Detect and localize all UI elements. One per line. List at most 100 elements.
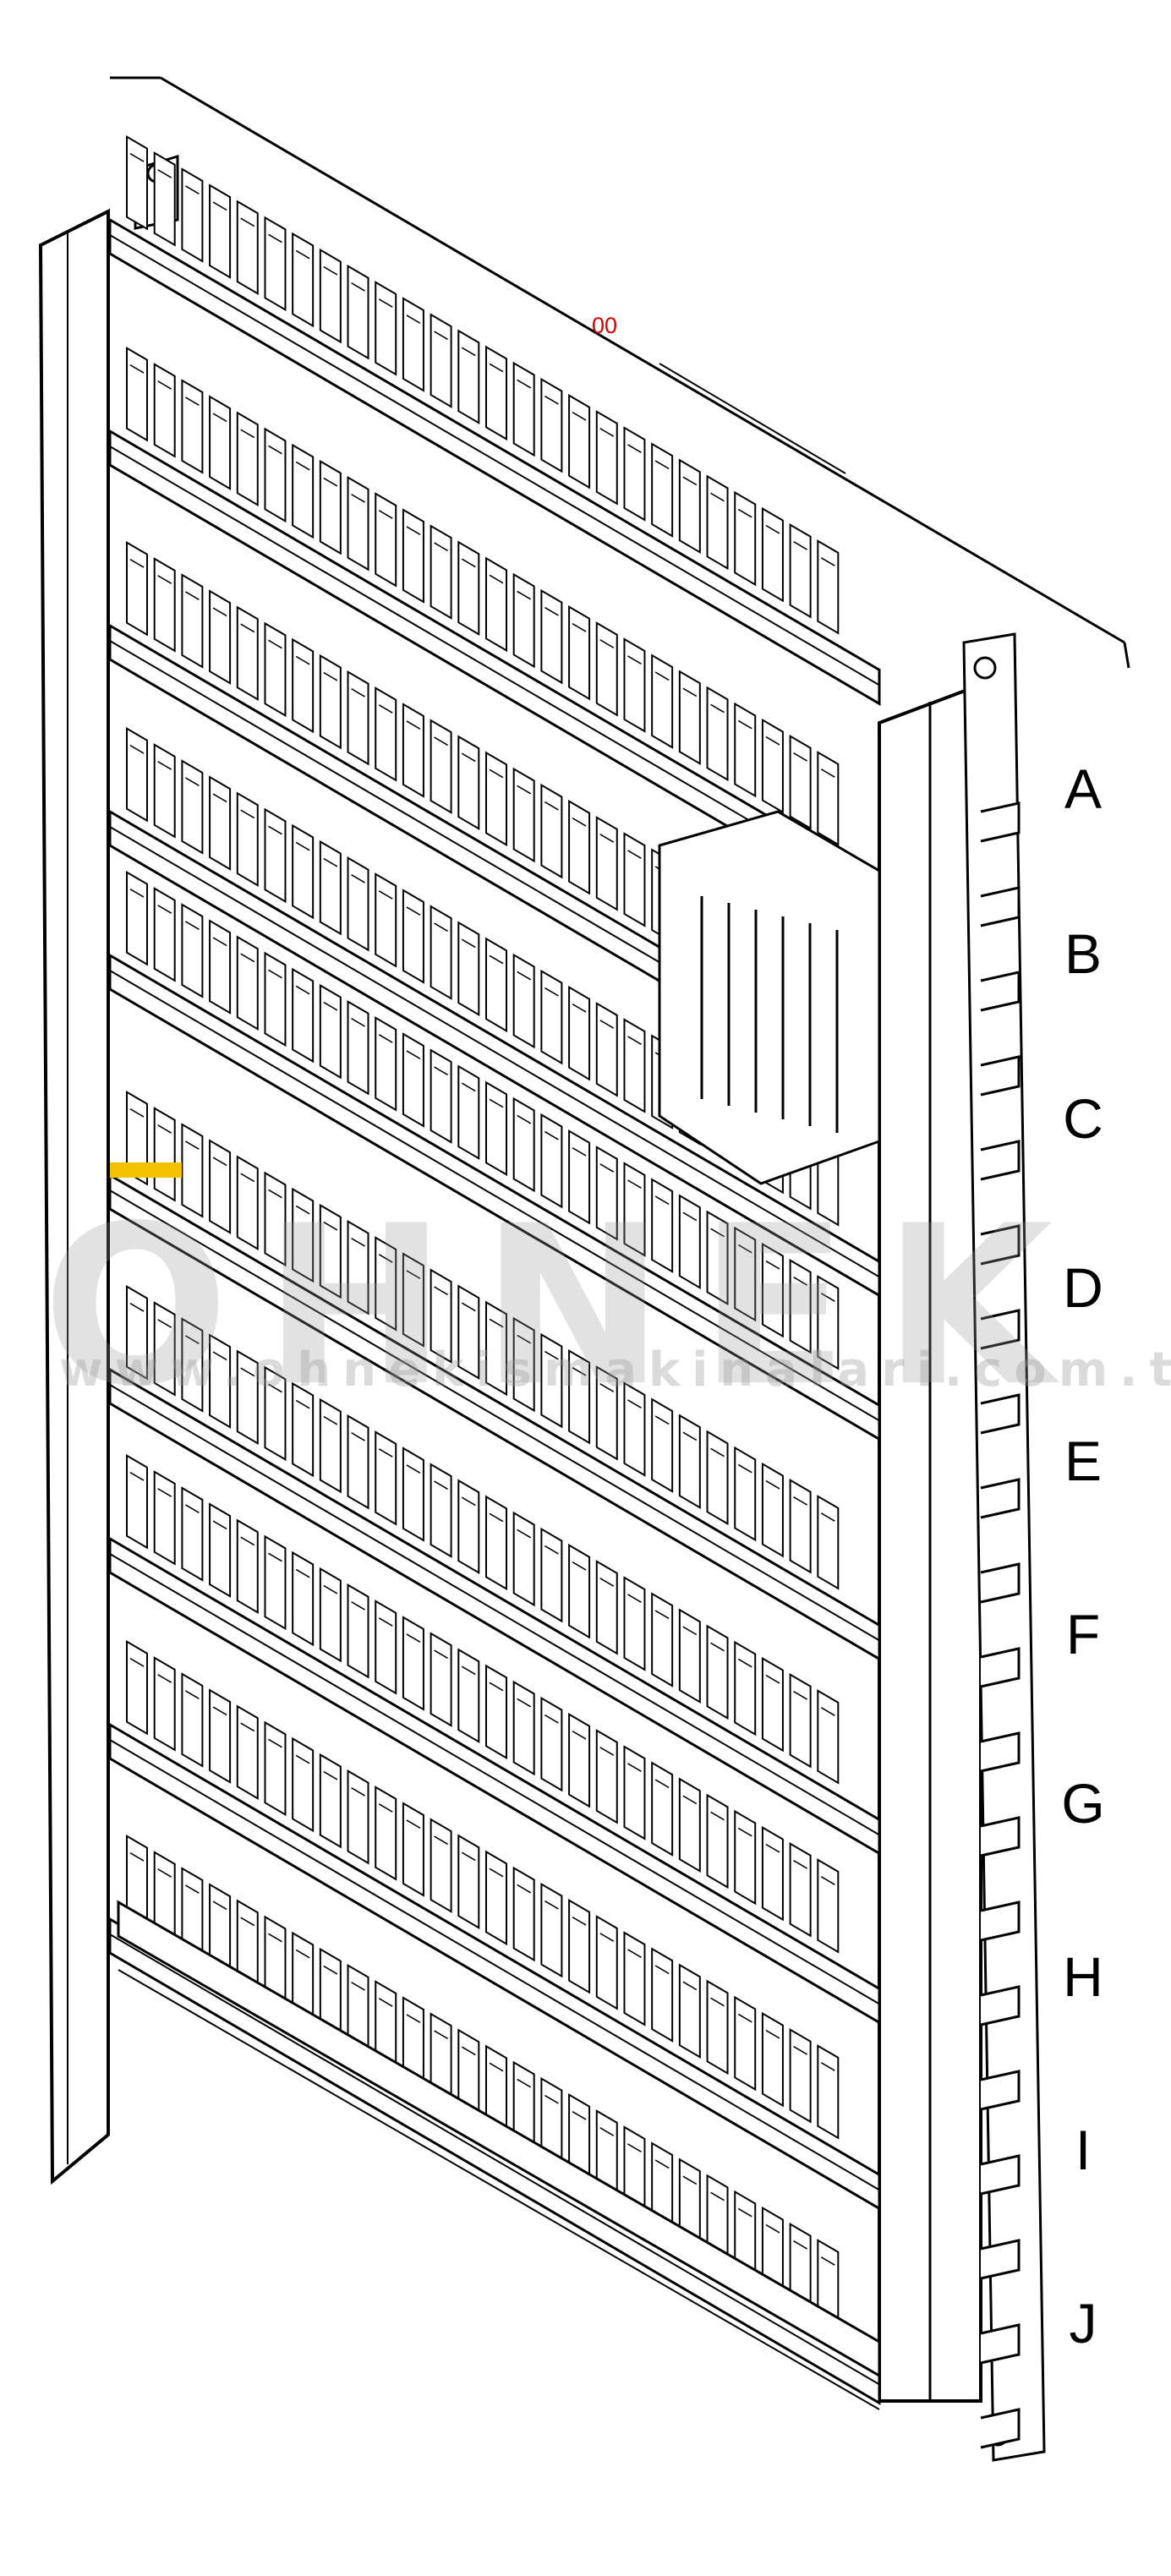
din-rail (108, 1173, 881, 1661)
din-rail-groove (109, 234, 880, 686)
row-label-j: J (1069, 2292, 1097, 2354)
terminal-screw-line (268, 1933, 282, 1943)
terminal-screw-line (268, 639, 282, 649)
terminal-screw-line (517, 379, 532, 389)
terminal-block (236, 935, 259, 1031)
terminal-screw-line (268, 1738, 282, 1748)
terminal-block (623, 1931, 646, 2026)
terminal-screw-line (627, 1594, 642, 1603)
terminal-screw-line (627, 850, 642, 859)
din-rail-groove (109, 1384, 880, 1836)
rail-notch (980, 1309, 1021, 1350)
terminal-screw-line (572, 2111, 587, 2120)
terminal-block (512, 1511, 535, 1607)
terminal-screw-line (212, 1520, 227, 1530)
terminal-screw-line (268, 825, 282, 835)
terminal-block (126, 1453, 148, 1550)
terminal-block (319, 983, 342, 1080)
din-rail (108, 1367, 881, 1856)
terminal-block (761, 2011, 784, 2108)
terminal-screw-line (461, 558, 476, 568)
terminal-screw-line (295, 461, 310, 471)
terminal-screw-line (378, 704, 393, 714)
terminal-screw-line (710, 703, 725, 714)
terminal-block (734, 1995, 757, 2092)
terminal-block (457, 1648, 480, 1743)
terminal-screw-line (129, 1658, 145, 1667)
terminal-block (568, 1712, 591, 1808)
terminal-screw-line (157, 1674, 172, 1683)
terminal-screw-line (351, 494, 365, 503)
terminal-screw-line (212, 1351, 227, 1361)
row-label-c: C (1063, 1087, 1103, 1150)
rail-notch (980, 1901, 1021, 1942)
terminal-screw-line (599, 1933, 615, 1942)
terminal-screw-line (351, 688, 365, 697)
rail-notch (980, 1647, 1021, 1688)
terminal-screw-line (737, 508, 752, 518)
relay-enclosure (658, 810, 881, 1185)
terminal-block (319, 1397, 342, 1494)
terminal-block (292, 1187, 315, 1283)
terminal-block (678, 1414, 701, 1509)
terminal-block (789, 1258, 812, 1354)
terminal-block (264, 1534, 287, 1631)
terminal-screw-line (157, 1124, 172, 1134)
bottom-duct-edge (118, 1969, 880, 2410)
terminal-screw-line (268, 969, 282, 979)
terminal-screw-line (185, 1884, 200, 1894)
terminal-screw-line (627, 1949, 642, 1958)
terminal-screw-line (737, 2207, 752, 2218)
terminal-screw-line (710, 1997, 725, 2007)
terminal-screw-line (572, 1731, 587, 1740)
terminal-screw-line (461, 2046, 476, 2056)
terminal-block (485, 556, 507, 653)
terminal-block (485, 1080, 507, 1177)
terminal-block (540, 1113, 563, 1209)
terminal-screw-line (765, 1479, 780, 1490)
terminal-block (153, 151, 176, 247)
terminal-screw-line (820, 557, 835, 566)
terminal-screw-line (157, 761, 172, 770)
terminal-screw-line (378, 1254, 393, 1263)
terminal-screw-line (129, 559, 145, 568)
terminal-block (817, 1858, 840, 1954)
terminal-block (623, 426, 646, 522)
terminal-block (761, 718, 784, 814)
terminal-screw-line (351, 1601, 365, 1611)
terminal-screw-line (351, 1787, 365, 1797)
terminal-block (817, 1689, 840, 1785)
terminal-block (734, 1640, 757, 1736)
terminal-block (126, 1639, 148, 1736)
terminal-screw-line (765, 1674, 780, 1684)
terminal-screw-line (544, 606, 559, 616)
terminal-block (292, 1736, 315, 1833)
terminal-screw-line (406, 2014, 421, 2023)
terminal-block (402, 1447, 424, 1542)
rail-notch (980, 2239, 1021, 2280)
terminal-screw-line (572, 818, 587, 827)
terminal-screw-line (572, 1561, 587, 1571)
rail-notch (980, 2323, 1021, 2365)
terminal-block (789, 1841, 812, 1938)
terminal-block (319, 1203, 342, 1299)
terminal-block (209, 589, 232, 685)
terminal-screw-line (544, 1350, 559, 1360)
terminal-screw-line (212, 1157, 227, 1167)
terminal-block (457, 329, 480, 424)
terminal-screw-line (378, 1617, 393, 1627)
terminal-screw-line (682, 1431, 698, 1441)
din-rail-groove (109, 1190, 880, 1642)
terminal-screw-line (378, 1448, 393, 1458)
din-rail-groove (109, 1553, 880, 2005)
terminal-screw-line (185, 1335, 200, 1344)
row-label-b: B (1064, 922, 1103, 985)
terminal-block (375, 872, 397, 968)
terminal-screw-line (212, 413, 227, 423)
terminal-block (236, 1155, 259, 1250)
rail-notch (980, 1731, 1021, 1773)
terminal-block (485, 1300, 507, 1397)
terminal-block (430, 1463, 452, 1558)
terminal-screw-line (544, 2094, 559, 2104)
terminal-block (568, 1348, 591, 1445)
